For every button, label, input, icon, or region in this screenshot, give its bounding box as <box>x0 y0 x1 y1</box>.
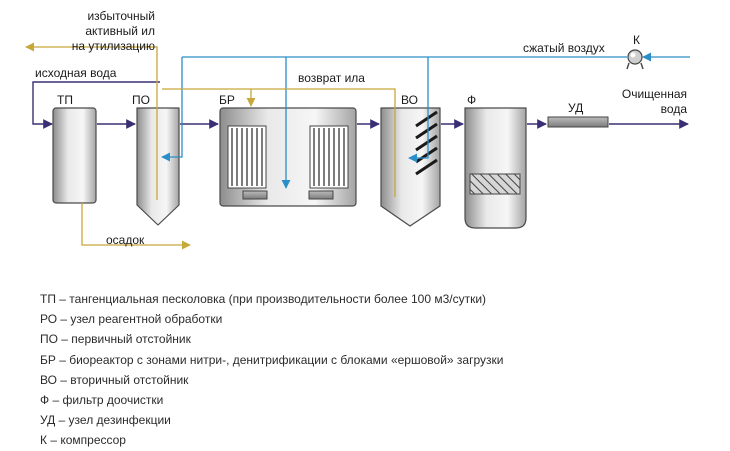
legend-list: ТП – тангенциальная песколовка (при прои… <box>40 289 503 451</box>
unit-label-po: ПО <box>132 93 150 107</box>
label-sludge-return: возврат ила <box>298 71 365 85</box>
unit-label-tp: ТП <box>57 93 73 107</box>
label-clean-water-2: вода <box>661 102 688 116</box>
unit-label-ud: УД <box>568 101 583 115</box>
label-excess-sludge-1: избыточный <box>87 9 155 23</box>
label-raw-water: исходная вода <box>35 66 117 80</box>
unit-label-vo: ВО <box>401 93 418 107</box>
compressed-air-lines <box>161 52 690 189</box>
label-compressed-air: сжатый воздух <box>523 41 605 55</box>
unit-po <box>136 107 180 226</box>
legend-item: ТП – тангенциальная песколовка (при прои… <box>40 292 487 306</box>
water-flow-lines <box>32 81 689 129</box>
process-flow-diagram: избыточный активный ил на утилизацию исх… <box>25 9 690 250</box>
unit-tp <box>52 107 97 204</box>
unit-vo <box>380 107 441 227</box>
label-sediment: осадок <box>106 233 145 247</box>
unit-label-f: Ф <box>467 93 476 107</box>
legend-item: УД – узел дезинфекции <box>40 413 171 428</box>
legend-item: К – компрессор <box>40 433 126 448</box>
label-clean-water-1: Очищенная <box>622 87 687 101</box>
legend-item: ВО – вторичный отстойник <box>40 372 189 387</box>
legend-item: РО – узел реагентной обработки <box>40 312 223 327</box>
legend-item: Ф – фильтр доочистки <box>40 393 164 408</box>
unit-label-k: К <box>633 33 640 47</box>
unit-ud <box>547 116 609 128</box>
unit-f <box>464 107 527 229</box>
legend-item: БР – биореактор с зонами нитри-, денитри… <box>40 352 504 367</box>
legend-item: ПО – первичный отстойник <box>40 332 191 347</box>
unit-k-compressor <box>626 49 644 70</box>
label-excess-sludge-2: активный ил <box>85 24 155 38</box>
label-excess-sludge-3: на утилизацию <box>72 39 155 53</box>
unit-label-br: БР <box>219 93 235 107</box>
sludge-lines <box>25 42 396 250</box>
unit-br <box>219 107 357 207</box>
